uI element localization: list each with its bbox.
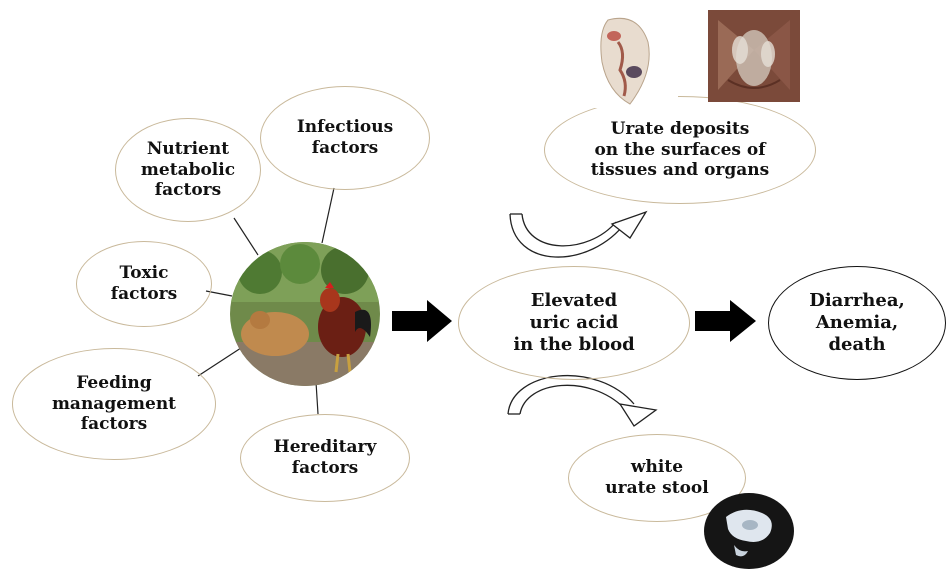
photo-white-stool-icon <box>704 493 794 569</box>
urate-deposits-label: Urate deposits on the surfaces of tissue… <box>591 119 769 181</box>
block-arrow-to-outcome <box>695 300 756 342</box>
photo-opened-tissue-icon <box>708 10 800 102</box>
link-infectious <box>322 188 334 243</box>
hereditary-factors-label: Hereditary factors <box>274 437 377 478</box>
elevated-uric-acid-node: Elevated uric acid in the blood <box>458 266 690 380</box>
elevated-uric-acid-label: Elevated uric acid in the blood <box>513 290 634 356</box>
toxic-factors-node: Toxic factors <box>76 241 212 327</box>
diarrhea-anemia-death-node: Diarrhea, Anemia, death <box>768 266 946 380</box>
urate-deposits-node: Urate deposits on the surfaces of tissue… <box>544 96 816 204</box>
chicken-icon <box>230 242 380 386</box>
hereditary-factors-node: Hereditary factors <box>240 414 410 502</box>
curved-arrow-down <box>508 376 656 426</box>
link-feeding <box>198 346 244 376</box>
block-arrow-to-center <box>392 300 452 342</box>
feeding-management-factors-label: Feeding management factors <box>52 373 176 435</box>
diarrhea-anemia-death-label: Diarrhea, Anemia, death <box>809 290 905 356</box>
nutrient-metabolic-factors-node: Nutrient metabolic factors <box>115 118 261 222</box>
link-nutrient <box>234 218 258 255</box>
feeding-management-factors-node: Feeding management factors <box>12 348 216 460</box>
photo-heart-organ-icon <box>568 12 678 108</box>
curved-arrow-up <box>510 212 646 257</box>
link-hereditary <box>316 382 318 414</box>
infectious-factors-node: Infectious factors <box>260 86 430 190</box>
nutrient-metabolic-factors-label: Nutrient metabolic factors <box>141 139 235 201</box>
white-urate-stool-label: white urate stool <box>605 457 708 498</box>
toxic-factors-label: Toxic factors <box>111 263 177 304</box>
infectious-factors-label: Infectious factors <box>297 117 393 158</box>
